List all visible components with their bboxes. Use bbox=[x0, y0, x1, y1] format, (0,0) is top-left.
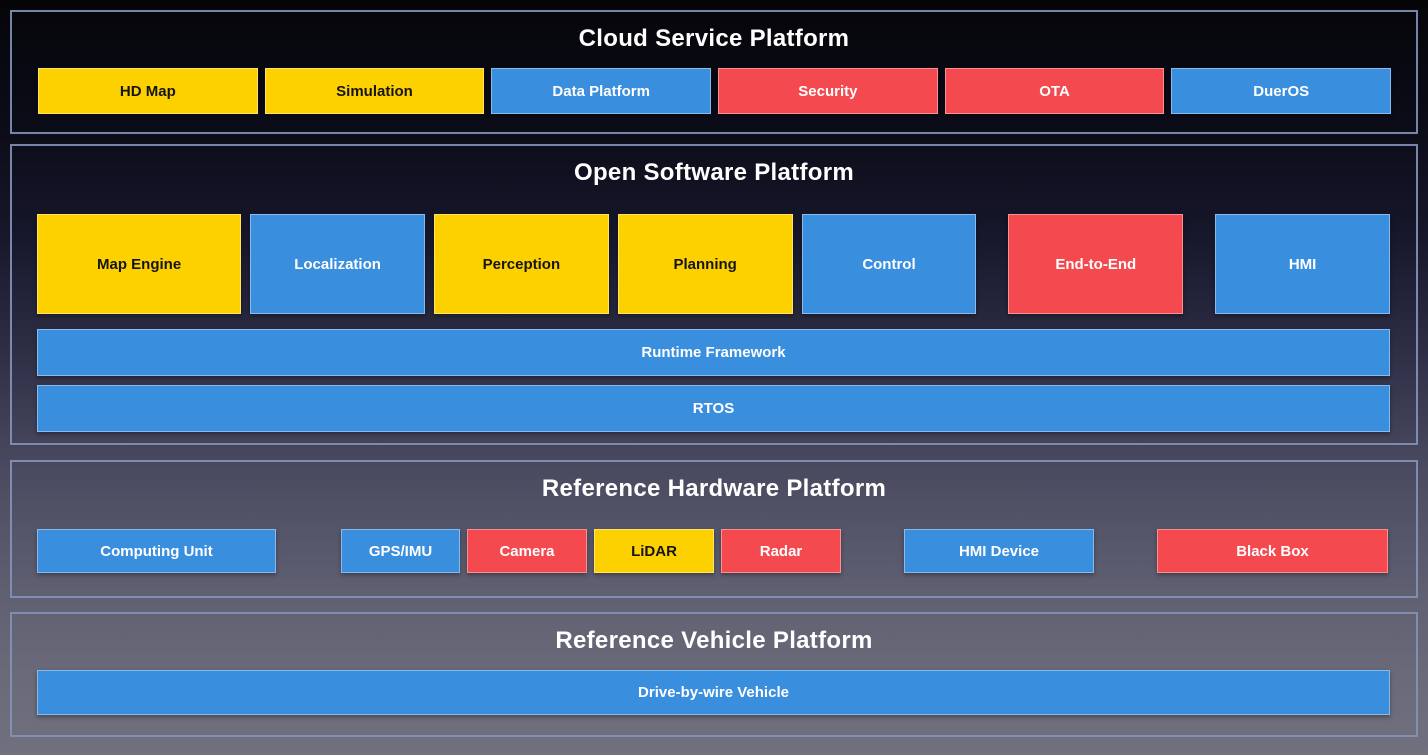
box-ota: OTA bbox=[944, 68, 1165, 114]
box-black-box: Black Box bbox=[1157, 529, 1388, 573]
box-perception: Perception bbox=[433, 214, 609, 314]
section-cloud-service-platform: Cloud Service Platform HD Map Simulation… bbox=[10, 10, 1418, 134]
section-open-software-platform: Open Software Platform Map Engine Locali… bbox=[10, 144, 1418, 445]
box-computing-unit: Computing Unit bbox=[37, 529, 276, 573]
box-security: Security bbox=[718, 68, 938, 114]
box-camera: Camera bbox=[467, 529, 587, 573]
hardware-row: Computing Unit GPS/IMU Camera LiDAR Rada… bbox=[37, 529, 1416, 573]
box-control: Control bbox=[801, 214, 977, 314]
reference-hardware-platform-title: Reference Hardware Platform bbox=[541, 475, 887, 502]
box-lidar: LiDAR bbox=[594, 529, 714, 573]
reference-vehicle-platform-title: Reference Vehicle Platform bbox=[555, 627, 873, 654]
box-end-to-end: End-to-End bbox=[1008, 214, 1184, 314]
box-hmi: HMI bbox=[1215, 214, 1390, 314]
software-modules-row: Map Engine Localization Perception Plann… bbox=[37, 214, 1390, 314]
box-map-engine: Map Engine bbox=[37, 214, 242, 314]
section-reference-vehicle-platform: Reference Vehicle Platform Drive-by-wire… bbox=[10, 612, 1418, 737]
box-simulation: Simulation bbox=[264, 68, 485, 114]
open-software-platform-title: Open Software Platform bbox=[574, 159, 854, 186]
box-radar: Radar bbox=[721, 529, 841, 573]
bar-drive-by-wire-vehicle: Drive-by-wire Vehicle bbox=[37, 670, 1390, 715]
cloud-service-platform-title: Cloud Service Platform bbox=[578, 25, 850, 52]
cloud-service-row: HD Map Simulation Data Platform Security… bbox=[38, 68, 1392, 114]
box-data-platform: Data Platform bbox=[491, 68, 712, 114]
box-gps-imu: GPS/IMU bbox=[341, 529, 460, 573]
box-localization: Localization bbox=[250, 214, 425, 314]
box-hmi-device: HMI Device bbox=[904, 529, 1094, 573]
box-hd-map: HD Map bbox=[38, 68, 258, 114]
bar-runtime-framework: Runtime Framework bbox=[37, 329, 1390, 376]
box-dueros: DuerOS bbox=[1171, 68, 1392, 114]
box-planning: Planning bbox=[617, 214, 793, 314]
bar-rtos: RTOS bbox=[37, 385, 1390, 432]
section-reference-hardware-platform: Reference Hardware Platform Computing Un… bbox=[10, 460, 1418, 598]
